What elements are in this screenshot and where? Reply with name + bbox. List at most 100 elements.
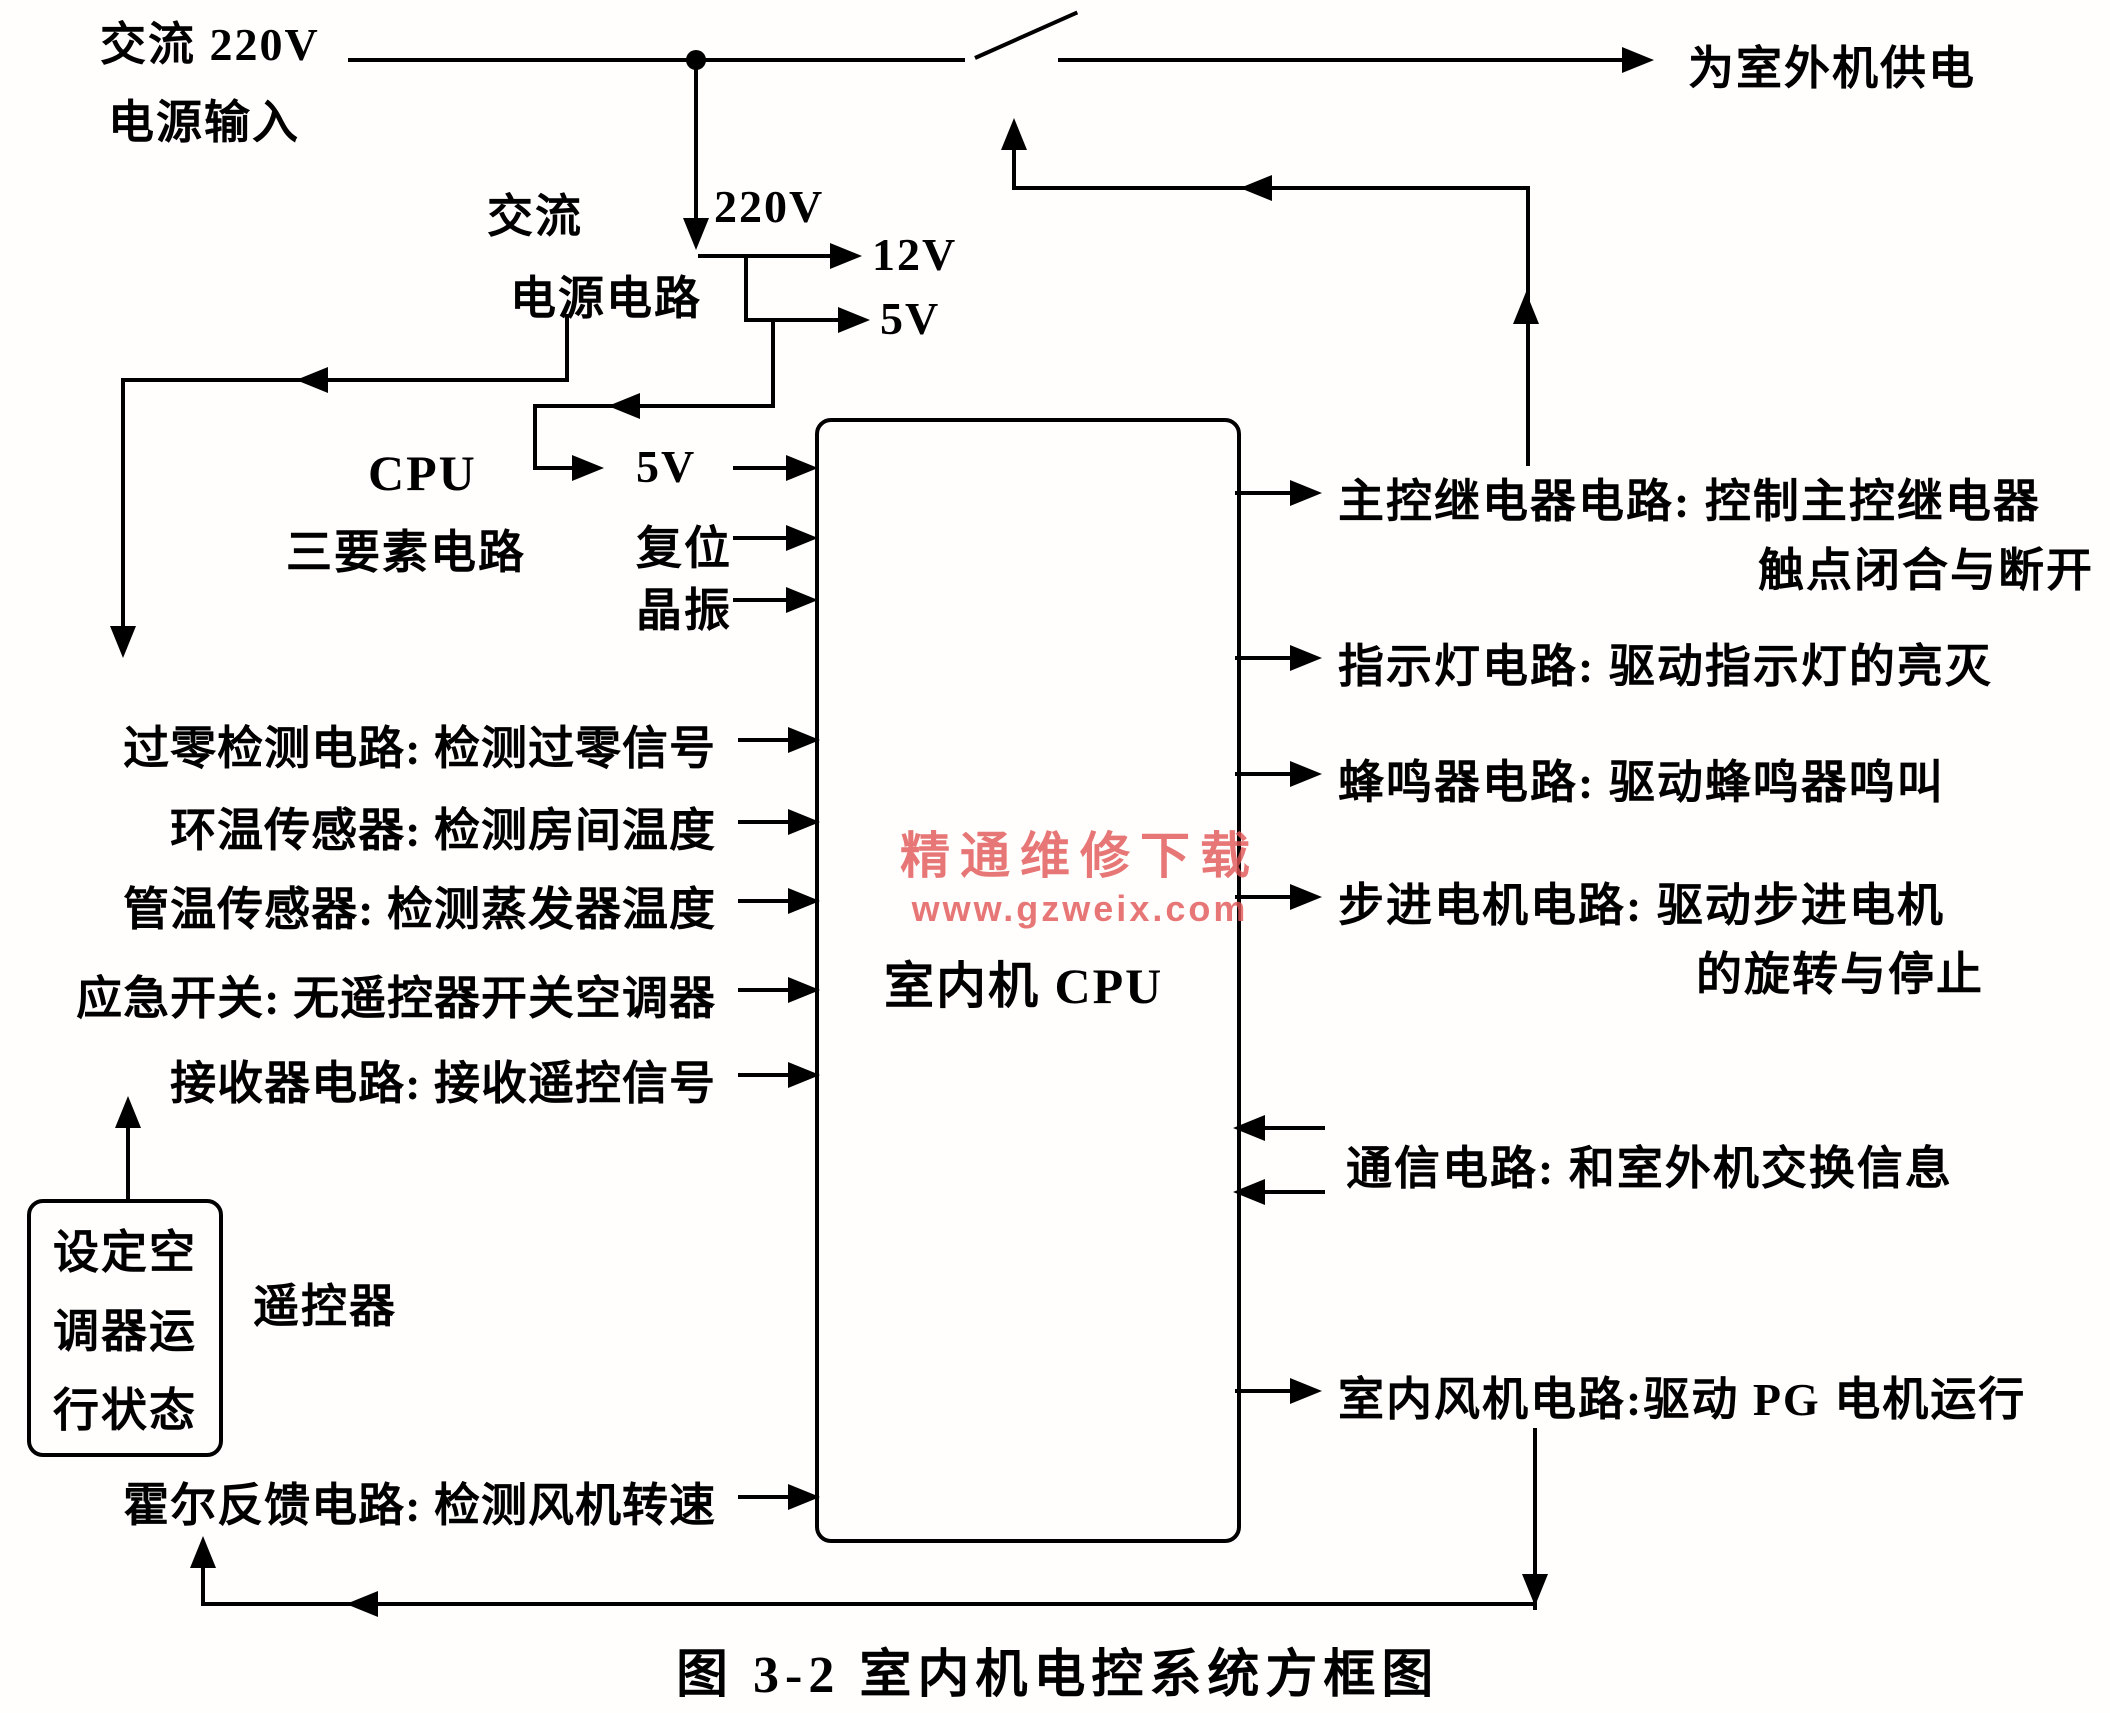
wire-input-hall <box>738 1495 790 1499</box>
arrowhead-fan-to-hall <box>190 1536 216 1568</box>
wire-output-fan <box>1235 1389 1292 1393</box>
arrowhead-to-outdoor <box>1622 47 1654 73</box>
output-buzzer-label: 蜂鸣器电路: 驱动蜂鸣器鸣叫 <box>1338 757 1945 808</box>
wire-power-left-down <box>121 378 125 628</box>
arrowhead-fan-down <box>1522 1574 1548 1606</box>
input-hall-feedback-label: 霍尔反馈电路: 检测风机转速 <box>123 1480 716 1531</box>
wire-5v-down <box>771 320 775 408</box>
arrowhead-three-5v <box>786 455 818 481</box>
arrowhead-relay-up <box>1513 292 1539 324</box>
output-relay-label-line2: 触点闭合与断开 <box>1758 545 2094 596</box>
arrowhead-fan-across <box>346 1591 378 1617</box>
wire-power-down-stub <box>565 314 569 382</box>
label-12v: 12V <box>872 229 958 280</box>
watermark-line1: 精通维修下载 <box>900 828 1260 884</box>
wire-fan-across <box>203 1602 1537 1606</box>
arrowhead-output-buzzer <box>1290 761 1322 787</box>
arrowhead-output-indicator <box>1290 645 1322 671</box>
wire-input-zerocross <box>738 738 790 742</box>
remote-state-line1: 设定空 <box>53 1227 197 1278</box>
output-fan-label: 室内风机电路:驱动 PG 电机运行 <box>1338 1374 2027 1425</box>
wire-input-emergency <box>738 988 790 992</box>
switch-blade <box>974 10 1079 60</box>
ac-branch-label-left: 交流 <box>487 191 583 242</box>
input-receiver-label: 接收器电路: 接收遥控信号 <box>170 1058 716 1109</box>
output-indicator-label: 指示灯电路: 驱动指示灯的亮灭 <box>1338 641 1993 692</box>
wire-5v <box>744 318 838 322</box>
watermark-line2: www.gzweix.com <box>911 888 1249 929</box>
arrowhead-input-hall <box>788 1484 820 1510</box>
input-emergency-switch-label: 应急开关: 无遥控器开关空调器 <box>76 973 716 1024</box>
wire-output-relay <box>1235 491 1292 495</box>
wire-relay-up <box>1526 186 1530 466</box>
label-5v: 5V <box>880 293 941 344</box>
wire-comm-bottom <box>1262 1190 1325 1194</box>
wire-three-5v <box>733 466 788 470</box>
arrowhead-comm-top <box>1233 1115 1265 1141</box>
wire-three-reset <box>733 536 788 540</box>
three-elements-title-line1: CPU <box>368 445 477 501</box>
wire-5v-stub <box>744 256 748 322</box>
arrowhead-three-reset <box>786 525 818 551</box>
arrowhead-relay-across <box>1240 175 1272 201</box>
wire-output-stepper <box>1235 895 1292 899</box>
arrowhead-input-pipe-temp <box>788 888 820 914</box>
indoor-cpu-box <box>815 418 1241 1543</box>
indoor-cpu-label: 室内机 CPU <box>884 958 1164 1014</box>
wire-output-buzzer <box>1235 772 1292 776</box>
power-circuit-label: 电源电路 <box>510 273 702 324</box>
wire-12v <box>698 254 830 258</box>
wire-comm-top <box>1262 1126 1325 1130</box>
ac-input-label-line1: 交流 220V <box>100 19 320 70</box>
arrowhead-power-left <box>296 367 328 393</box>
arrowhead-to-power-circuit <box>683 218 709 250</box>
wire-relay-to-switch <box>1012 146 1016 190</box>
arrowhead-input-room-temp <box>788 809 820 835</box>
wire-power-left <box>121 378 567 382</box>
three-elements-5v-label: 5V <box>636 441 697 492</box>
arrowhead-comm-bottom <box>1233 1179 1265 1205</box>
wire-fan-down <box>1533 1428 1537 1610</box>
figure-caption: 图 3-2 室内机电控系统方框图 <box>676 1647 1440 1704</box>
wire-5v-across <box>533 404 775 408</box>
wire-mains-right <box>1058 58 1625 62</box>
remote-state-line3: 行状态 <box>53 1385 197 1436</box>
wire-output-indicator <box>1235 656 1292 660</box>
output-relay-label-line1: 主控继电器电路: 控制主控继电器 <box>1338 476 2041 527</box>
output-stepper-label-line1: 步进电机电路: 驱动步进电机 <box>1338 880 1945 931</box>
input-room-temp-label: 环温传感器: 检测房间温度 <box>170 805 716 856</box>
remote-state-box: 设定空 调器运 行状态 <box>27 1199 223 1457</box>
wire-5v-into-three <box>533 466 577 470</box>
arrowhead-output-fan <box>1290 1378 1322 1404</box>
arrowhead-5v <box>838 307 870 333</box>
three-elements-title-line2: 三要素电路 <box>286 527 526 578</box>
wire-input-pipe-temp <box>738 899 790 903</box>
arrowhead-5v-across <box>608 393 640 419</box>
wire-remote-up <box>126 1124 130 1201</box>
three-elements-reset-label: 复位 <box>636 523 732 574</box>
remote-controller-label: 遥控器 <box>253 1281 397 1332</box>
outdoor-supply-label: 为室外机供电 <box>1688 43 1976 94</box>
ac-branch-label-right: 220V <box>714 181 825 232</box>
output-comm-label: 通信电路: 和室外机交换信息 <box>1346 1143 1953 1194</box>
input-pipe-temp-label: 管温传感器: 检测蒸发器温度 <box>123 884 716 935</box>
wire-fan-to-hall <box>201 1564 205 1606</box>
arrowhead-output-relay <box>1290 480 1322 506</box>
wire-input-receiver <box>738 1073 790 1077</box>
remote-state-line2: 调器运 <box>53 1306 197 1357</box>
arrowhead-remote-up <box>115 1096 141 1128</box>
input-zerocross-label: 过零检测电路: 检测过零信号 <box>123 723 716 774</box>
arrowhead-three-crystal <box>786 587 818 613</box>
arrowhead-input-zerocross <box>788 727 820 753</box>
wire-mains-left <box>348 58 965 62</box>
arrowhead-12v <box>830 243 862 269</box>
wire-three-crystal <box>733 598 788 602</box>
arrowhead-5v-into-three <box>572 455 604 481</box>
arrowhead-input-emergency <box>788 977 820 1003</box>
ac-input-label-line2: 电源输入 <box>108 97 300 148</box>
wire-junction-drop <box>694 60 698 220</box>
arrowhead-input-receiver <box>788 1062 820 1088</box>
wire-relay-across <box>1014 186 1530 190</box>
three-elements-crystal-label: 晶振 <box>636 585 732 636</box>
